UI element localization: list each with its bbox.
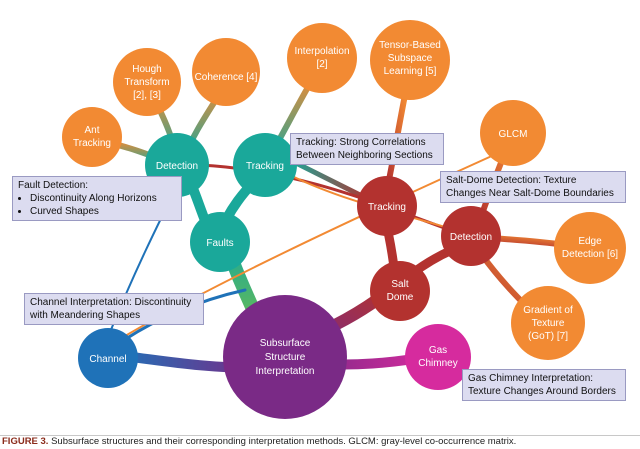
node-channel	[78, 328, 138, 388]
node-gas-chimney	[405, 324, 471, 390]
node-faults-label: Faults	[206, 238, 233, 249]
callout-salt-dome-line: Salt-Dome Detection: Texture	[446, 175, 577, 186]
node-interpolation-label: Interpolation[2]	[294, 46, 349, 70]
callout-salt-dome: Salt-Dome Detection: Texture Changes Nea…	[440, 171, 626, 203]
figure-number: FIGURE 3.	[2, 436, 49, 447]
node-hough	[113, 48, 181, 116]
node-channel-label: Channel	[89, 354, 126, 365]
callout-tracking: Tracking: Strong Correlations Between Ne…	[290, 133, 444, 165]
node-interpolation	[287, 23, 357, 93]
node-glcm	[480, 100, 546, 166]
node-faults	[190, 212, 250, 272]
callout-fault-detection-title: Fault Detection:	[18, 180, 89, 191]
node-salt-dome	[370, 261, 430, 321]
callout-gas-chimney: Gas Chimney Interpretation: Texture Chan…	[462, 369, 626, 401]
node-coherence	[192, 38, 260, 106]
node-tracking-right-label: Tracking	[368, 202, 406, 213]
node-detection-left-label: Detection	[156, 161, 198, 172]
callout-channel-line: with Meandering Shapes	[30, 310, 141, 321]
callout-gas-chimney-line: Gas Chimney Interpretation:	[468, 373, 594, 384]
node-detection-right	[441, 206, 501, 266]
callout-tracking-line: Between Neighboring Sections	[296, 150, 433, 161]
node-coherence-label: Coherence [4]	[195, 72, 258, 83]
node-tracking-right	[357, 176, 417, 236]
node-ant-tracking	[62, 107, 122, 167]
callout-channel: Channel Interpretation: Discontinuity wi…	[24, 293, 204, 325]
callout-salt-dome-line: Changes Near Salt-Dome Boundaries	[446, 188, 614, 199]
node-glcm-label: GLCM	[499, 129, 528, 140]
callout-fault-detection-item: Discontinuity Along Horizons	[30, 192, 176, 205]
callout-fault-detection-list: Discontinuity Along Horizons Curved Shap…	[18, 192, 176, 218]
node-tracking-left	[233, 133, 297, 197]
callout-channel-line: Channel Interpretation: Discontinuity	[30, 297, 192, 308]
node-got	[511, 286, 585, 360]
callout-tracking-line: Tracking: Strong Correlations	[296, 137, 426, 148]
figure-caption: FIGURE 3. Subsurface structures and thei…	[0, 435, 640, 449]
node-tensor	[370, 20, 450, 100]
node-subsurface	[223, 295, 347, 419]
figure-caption-text: Subsurface structures and their correspo…	[51, 436, 517, 447]
callout-gas-chimney-line: Texture Changes Around Borders	[468, 386, 616, 397]
edge-detection-edge	[487, 235, 568, 248]
node-tracking-left-label: Tracking	[246, 161, 284, 172]
callout-fault-detection-item: Curved Shapes	[30, 205, 176, 218]
callout-fault-detection: Fault Detection: Discontinuity Along Hor…	[12, 176, 182, 221]
node-detection-right-label: Detection	[450, 232, 492, 243]
node-edge-detection	[554, 212, 626, 284]
